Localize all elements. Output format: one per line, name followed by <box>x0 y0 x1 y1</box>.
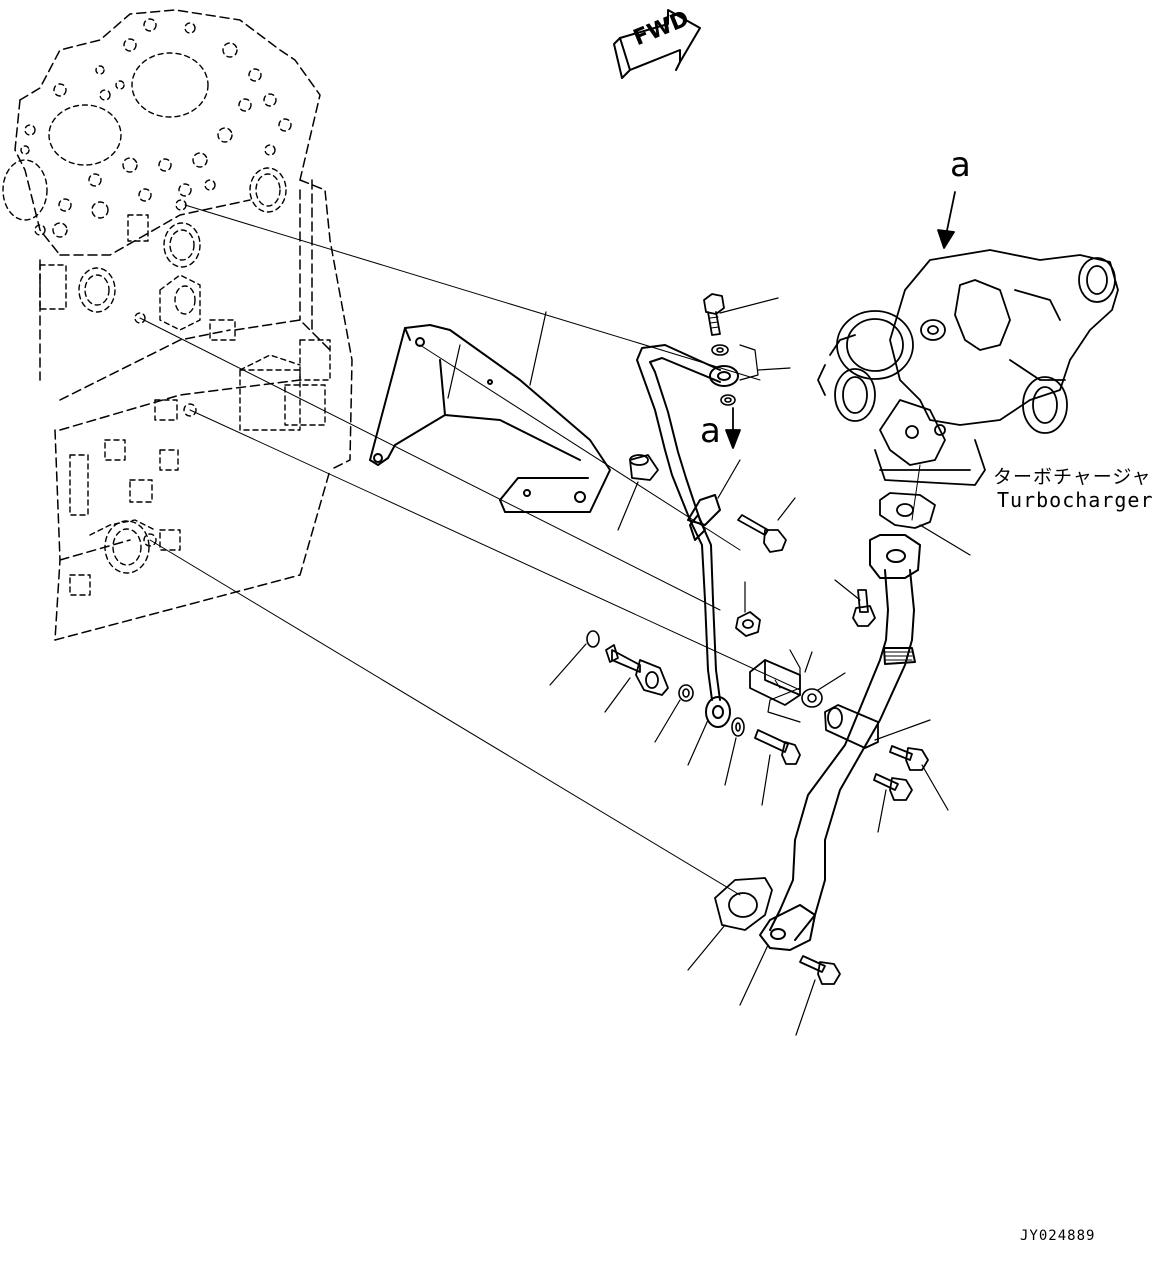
alignment-lines <box>139 204 801 896</box>
callout-arrow-lower <box>725 407 741 449</box>
bracket <box>369 324 611 513</box>
turbocharger <box>817 249 1119 521</box>
turbocharger-label-en: Turbocharger <box>997 488 1154 512</box>
clip-plate <box>749 659 801 706</box>
oil-inlet-tube <box>636 344 739 728</box>
drawing-id: JY024889 <box>1020 1228 1096 1244</box>
callout-a-lower: a <box>700 411 721 451</box>
washer-top <box>711 344 736 406</box>
turbo-gasket <box>879 492 936 529</box>
engine-block-holes <box>2 18 331 596</box>
clamp-bolt <box>737 514 787 553</box>
flange-bolts <box>799 589 929 985</box>
callout-arrow-upper <box>937 191 956 249</box>
bottom-gasket <box>714 877 773 931</box>
callout-leaders <box>447 297 971 1036</box>
bolt-large <box>754 729 801 765</box>
fwd-arrow-icon <box>613 9 701 79</box>
washer-mid <box>586 630 823 737</box>
spacer-collar <box>629 454 659 481</box>
oil-return-tube <box>759 534 921 951</box>
engine-block <box>14 9 353 641</box>
connector-fitting <box>605 644 669 696</box>
callout-a-upper: a <box>950 145 971 185</box>
turbocharger-label-jp: ターボチャージャ <box>993 466 1152 488</box>
nut <box>735 611 761 637</box>
tube-clamp <box>824 704 879 749</box>
banjo-bolt-top <box>703 293 725 336</box>
